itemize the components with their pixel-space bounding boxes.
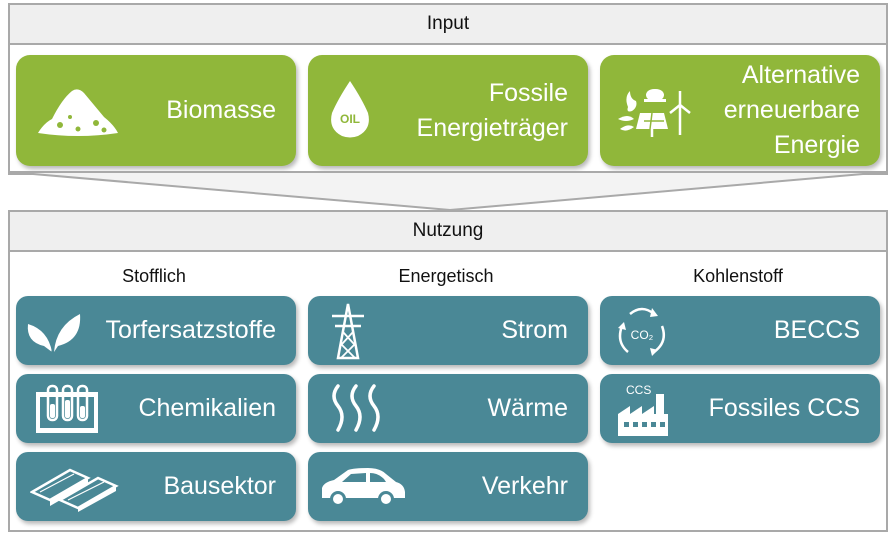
card-label: Verkehr xyxy=(481,472,568,500)
funnel-connector xyxy=(9,171,887,212)
timber-planks-icon xyxy=(30,468,119,512)
column-heading-kohlenstoff: Kohlenstoff xyxy=(693,266,783,286)
power-pylon-icon xyxy=(332,303,364,360)
leaves-icon xyxy=(27,314,81,353)
input-title: Input xyxy=(426,13,470,34)
co2-cycle-icon: CO₂ xyxy=(618,307,665,356)
test-tubes-icon xyxy=(36,384,98,433)
card-label: Wärme xyxy=(487,394,568,422)
renewable-energy-icon xyxy=(618,89,691,137)
input-card-label: Biomasse xyxy=(166,96,276,124)
card-beccs: CO₂ BECCS xyxy=(600,296,880,365)
heat-waves-icon xyxy=(332,384,380,432)
card-label: Bausektor xyxy=(163,472,276,500)
card-label: BECCS xyxy=(773,316,860,344)
card-verkehr: Verkehr xyxy=(308,452,588,521)
column-heading-stofflich: Stofflich xyxy=(122,266,186,286)
card-bausektor: Bausektor xyxy=(16,452,296,521)
card-label: Strom xyxy=(501,316,568,344)
oil-icon-text: OIL xyxy=(340,112,360,126)
input-card-fossile: OIL Fossile Energieträger xyxy=(308,55,588,166)
card-label: Torfersatzstoffe xyxy=(105,316,276,344)
car-icon xyxy=(322,468,405,507)
biomass-pile-icon xyxy=(38,89,118,136)
input-card-biomasse: Biomasse xyxy=(16,55,296,166)
card-label: Chemikalien xyxy=(138,394,276,422)
ccs-icon-text: CCS xyxy=(626,383,651,397)
oil-drop-icon: OIL xyxy=(331,81,369,138)
card-strom: Strom xyxy=(308,296,588,365)
card-waerme: Wärme xyxy=(308,374,588,443)
nutzung-title: Nutzung xyxy=(412,220,484,241)
card-fossiles-ccs: CCS Fossiles CCS xyxy=(600,374,880,443)
input-card-label: Fossile Energieträger xyxy=(416,78,568,142)
input-card-alternative: Alternative erneuerbare Energie xyxy=(600,55,880,166)
input-card-label: Alternative erneuerbare Energie xyxy=(723,61,860,159)
nutzung-header: Nutzung xyxy=(8,210,888,252)
co2-icon-text: CO₂ xyxy=(631,328,654,342)
card-label: Fossiles CCS xyxy=(708,394,860,422)
card-chemikalien: Chemikalien xyxy=(16,374,296,443)
column-heading-energetisch: Energetisch xyxy=(398,266,494,286)
factory-icon: CCS xyxy=(618,383,668,436)
input-header: Input xyxy=(8,3,888,45)
card-torfersatzstoffe: Torfersatzstoffe xyxy=(16,296,296,365)
